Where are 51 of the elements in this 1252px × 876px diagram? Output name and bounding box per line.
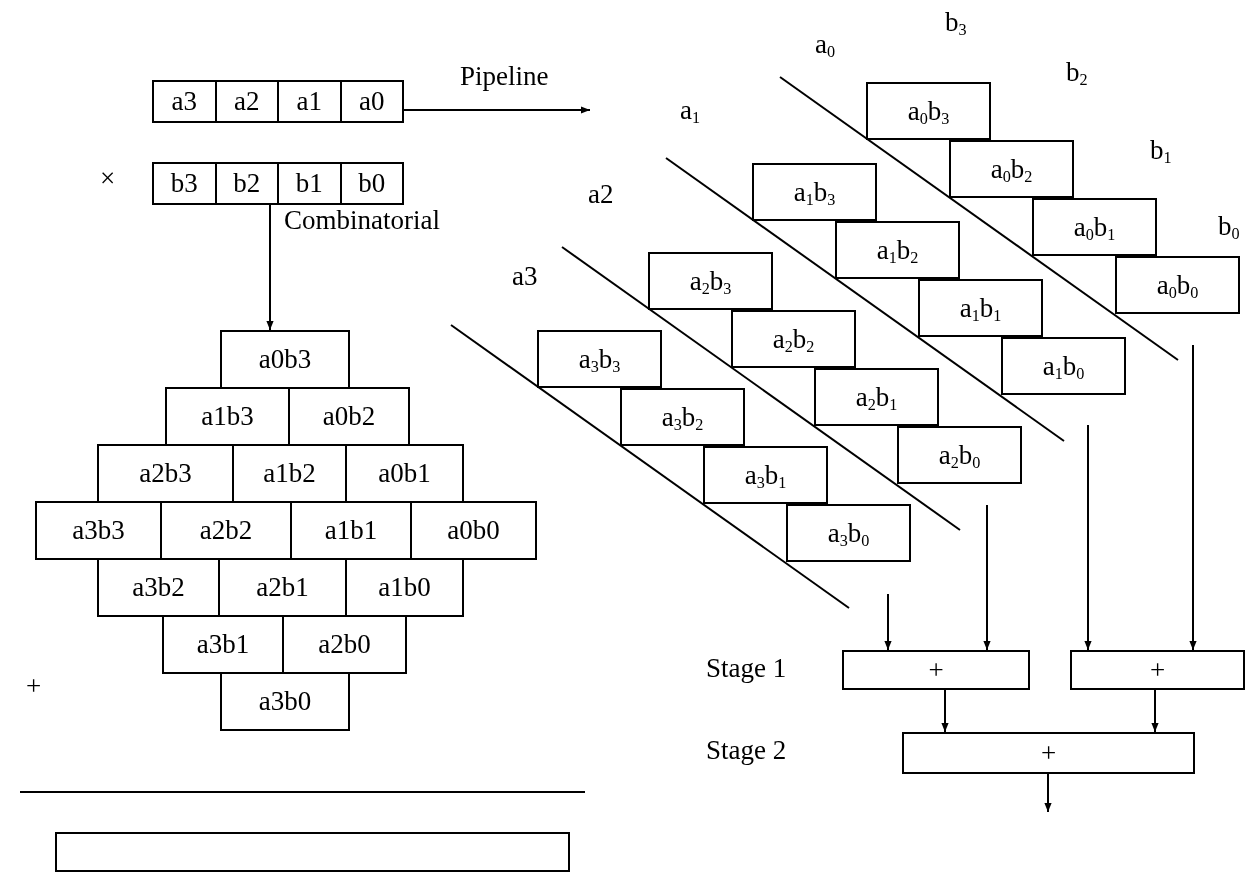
result-box [55, 832, 570, 872]
bit-cell: b3 [152, 162, 217, 205]
arrow [983, 504, 991, 651]
adder-box: + [842, 650, 1030, 690]
bit-cell: a2 [214, 80, 279, 123]
partial-product-box: a$_{0}$b$_{2}$ [949, 140, 1074, 198]
bit-cell: a1 [277, 80, 342, 123]
arrow [1084, 424, 1092, 651]
operand-label: b$_{2}$ [1066, 58, 1088, 88]
operand-label: a$_{1}$ [680, 96, 701, 126]
arrow [266, 204, 274, 331]
partial-product-box: a0b3 [220, 330, 350, 389]
operator-symbol: + [26, 672, 42, 702]
partial-product-box: a$_{1}$b$_{3}$ [752, 163, 877, 221]
partial-product-box: a$_{3}$b$_{2}$ [620, 388, 745, 446]
arrow [1189, 344, 1197, 651]
stage-label: Stage 2 [706, 736, 787, 766]
arrow [1044, 773, 1052, 813]
partial-product-box: a$_{1}$b$_{0}$ [1001, 337, 1126, 395]
partial-product-box: a$_{0}$b$_{3}$ [866, 82, 991, 140]
operand-label: b$_{0}$ [1218, 212, 1240, 242]
bit-cell: b1 [277, 162, 342, 205]
partial-product-box: a$_{3}$b$_{3}$ [537, 330, 662, 388]
operand-label: a3 [512, 262, 538, 292]
operand-label: a2 [588, 180, 614, 210]
operand-label: a$_{0}$ [815, 30, 836, 60]
adder-box: + [1070, 650, 1245, 690]
arrow [1151, 689, 1159, 733]
arrow [941, 689, 949, 733]
partial-product-box: a$_{2}$b$_{3}$ [648, 252, 773, 310]
partial-product-box: a3b0 [220, 672, 350, 731]
operand-label: b$_{3}$ [945, 8, 967, 38]
partial-product-box: a$_{1}$b$_{1}$ [918, 279, 1043, 337]
partial-product-box: a$_{1}$b$_{2}$ [835, 221, 960, 279]
operand-label: b$_{1}$ [1150, 136, 1172, 166]
arrow [403, 106, 591, 114]
adder-box: + [902, 732, 1195, 774]
partial-product-box: a$_{3}$b$_{1}$ [703, 446, 828, 504]
bit-cell: b2 [214, 162, 279, 205]
partial-product-box: a$_{0}$b$_{1}$ [1032, 198, 1157, 256]
partial-product-box: a$_{2}$b$_{0}$ [897, 426, 1022, 484]
bit-cell: b0 [339, 162, 404, 205]
operator-symbol: × [100, 164, 116, 194]
stage-label: Stage 1 [706, 654, 787, 684]
arrow [884, 593, 892, 651]
partial-product-box: a$_{3}$b$_{0}$ [786, 504, 911, 562]
partial-product-box: a$_{0}$b$_{0}$ [1115, 256, 1240, 314]
partial-product-box: a$_{2}$b$_{2}$ [731, 310, 856, 368]
bit-cell: a3 [152, 80, 217, 123]
bit-cell: a0 [339, 80, 404, 123]
partial-product-box: a$_{2}$b$_{1}$ [814, 368, 939, 426]
